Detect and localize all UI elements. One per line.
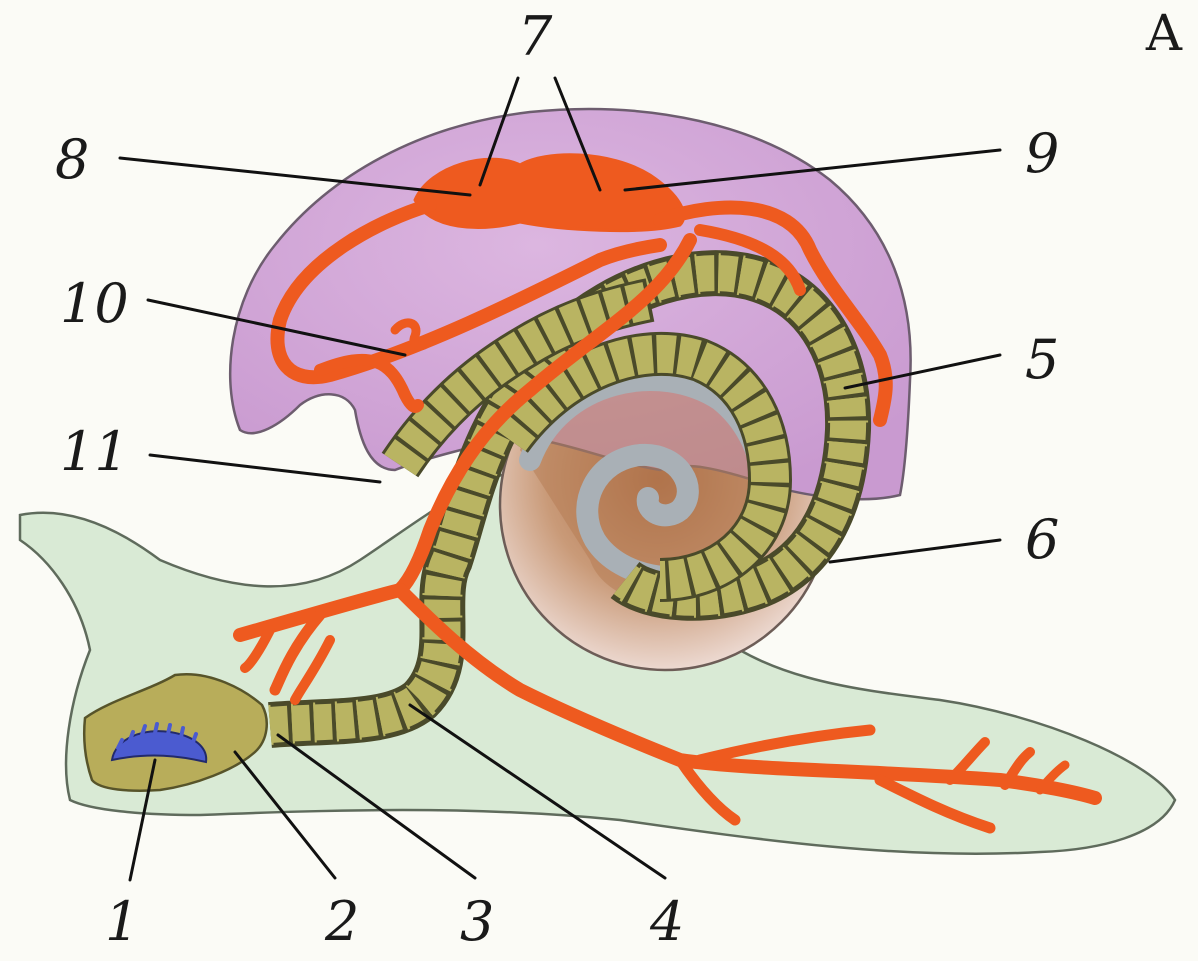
label-1: 1: [105, 890, 139, 953]
label-4: 4: [649, 890, 684, 953]
label-7: 7: [518, 5, 553, 68]
leader-6: [830, 540, 1000, 562]
label-11: 11: [60, 420, 129, 483]
label-5: 5: [1025, 328, 1059, 391]
label-8: 8: [55, 128, 89, 191]
panel-letter: А: [1145, 4, 1183, 62]
label-6: 6: [1025, 508, 1059, 571]
label-9: 9: [1025, 122, 1059, 185]
leader-11: [150, 455, 380, 482]
label-10: 10: [60, 272, 129, 335]
label-2: 2: [324, 890, 359, 953]
label-3: 3: [460, 890, 494, 953]
